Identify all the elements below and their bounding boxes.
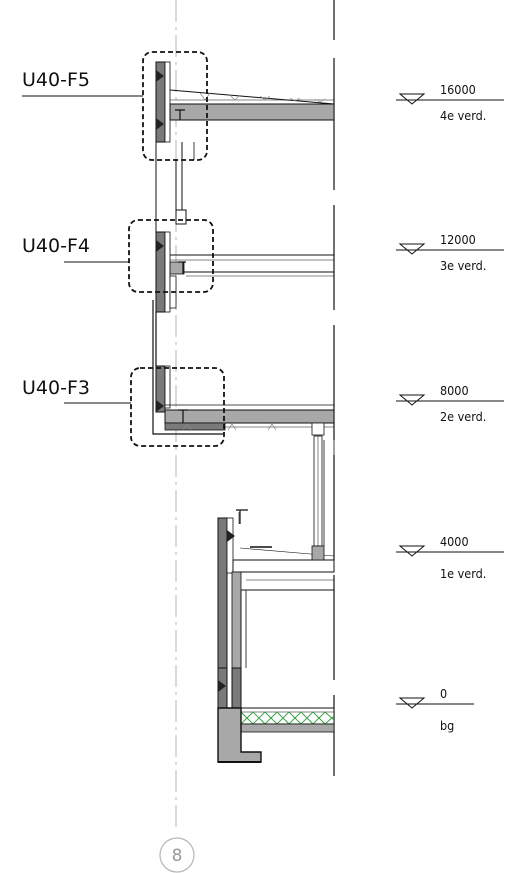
- floor-detail-2: [130, 365, 335, 560]
- grid-label: 8: [172, 846, 183, 866]
- level-marker-0: 0 bg: [396, 686, 474, 733]
- level-name: 1e verd.: [440, 566, 486, 581]
- callout-f4[interactable]: U40-F4: [22, 235, 129, 263]
- level-triangle-icon: [398, 545, 426, 557]
- facade-wall: [217, 517, 228, 669]
- level-triangle-icon: [398, 93, 426, 105]
- callout-box-f5: [142, 51, 208, 161]
- level-triangle-icon: [398, 697, 426, 709]
- callout-label: U40-F3: [22, 377, 90, 399]
- level-marker-4000: 4000 1e verd.: [396, 534, 504, 581]
- level-marker-16000: 16000 4e verd.: [396, 82, 504, 123]
- floor-slab: [232, 559, 335, 573]
- level-marker-8000: 8000 2e verd.: [396, 383, 504, 424]
- level-name: 3e verd.: [440, 258, 486, 273]
- callout-f3[interactable]: U40-F3: [22, 377, 131, 404]
- floor-detail-1: [217, 509, 335, 669]
- level-value: 12000: [440, 232, 476, 247]
- callout-label: U40-F5: [22, 69, 90, 91]
- callout-box-f4: [128, 219, 214, 293]
- floor-detail-4: [142, 51, 335, 161]
- level-marker-12000: 12000 3e verd.: [396, 232, 504, 273]
- floor-slab: [164, 409, 335, 424]
- level-value: 0: [440, 686, 447, 701]
- wall-connection-upper: [155, 142, 187, 232]
- level-value: 4000: [440, 534, 469, 549]
- level-value: 8000: [440, 383, 469, 398]
- wall-connection-middle: [152, 300, 157, 390]
- level-triangle-icon: [398, 243, 426, 255]
- level-name: 2e verd.: [440, 409, 486, 424]
- level-name: 4e verd.: [440, 108, 486, 123]
- floor-detail-bg: [217, 667, 335, 763]
- callout-label: U40-F4: [22, 235, 90, 257]
- level-value: 16000: [440, 82, 476, 97]
- callout-f5[interactable]: U40-F5: [22, 69, 143, 97]
- floor-slab: [169, 103, 335, 121]
- grid-bubble: [159, 837, 195, 873]
- level-name: bg: [440, 718, 454, 733]
- floor-detail-3: [128, 219, 334, 313]
- callout-box-f3: [130, 367, 225, 447]
- level-triangle-icon: [398, 394, 426, 406]
